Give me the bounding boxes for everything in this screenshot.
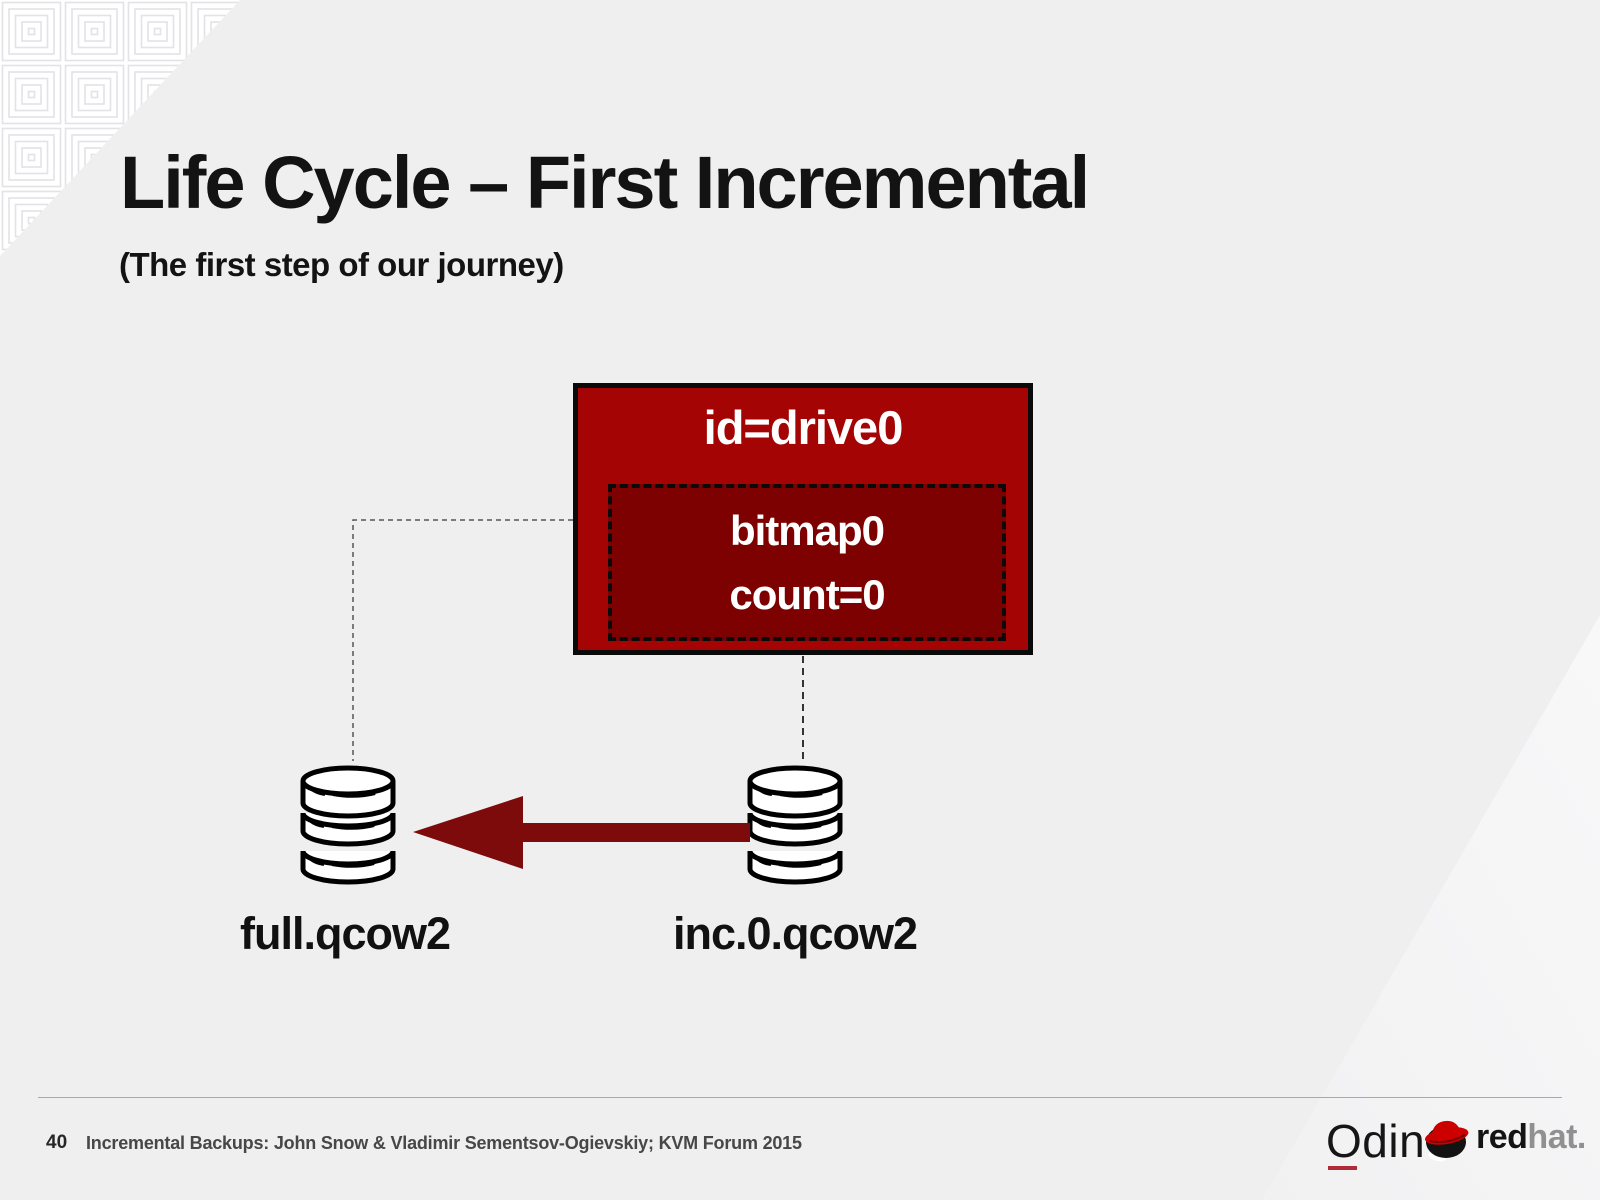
footer-text: Incremental Backups: John Snow & Vladimi…	[86, 1133, 802, 1153]
redhat-wordmark-hat: hat.	[1527, 1117, 1586, 1156]
footer-divider	[38, 1097, 1562, 1098]
odin-wordmark: Odin	[1326, 1115, 1426, 1167]
connector-drive-to-full	[352, 519, 573, 761]
bitmap-count-label: count=0	[729, 570, 885, 618]
page-number: 40	[46, 1132, 68, 1153]
database-cylinder-icon-inc	[750, 768, 840, 882]
redhat-wordmark: redhat.	[1476, 1118, 1586, 1157]
page-title: Life Cycle – First Incremental	[120, 141, 1090, 224]
database-cylinder-icon-full	[303, 768, 393, 882]
bitmap-name-label: bitmap0	[729, 506, 885, 554]
backup-arrow	[413, 796, 750, 869]
odin-underline	[1328, 1166, 1357, 1170]
redhat-logo: redhat.	[1420, 1112, 1586, 1162]
drive-id-label: id=drive0	[703, 401, 904, 454]
redhat-fedora-icon	[1424, 1120, 1469, 1162]
disk-label-inc: inc.0.qcow2	[672, 908, 918, 959]
odin-logo: Odin	[1326, 1114, 1426, 1170]
bitmap-box: bitmap0 count=0	[608, 484, 1006, 641]
diagram-canvas	[280, 519, 1060, 900]
disk-label-full: full.qcow2	[239, 908, 451, 959]
redhat-wordmark-red: red	[1476, 1117, 1528, 1156]
page-subtitle: (The first step of our journey)	[119, 246, 564, 283]
corner-square-pattern	[0, 0, 240, 256]
drive-node-box: id=drive0 bitmap0 count=0	[573, 383, 1033, 655]
diagonal-band	[1262, 615, 1600, 1200]
